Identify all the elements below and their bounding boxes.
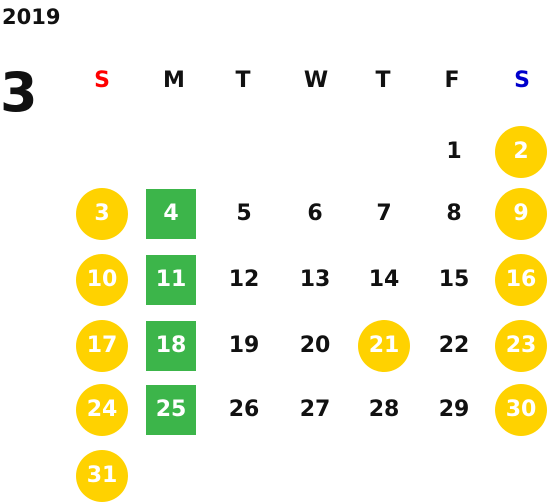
day-7: 7 (376, 201, 392, 226)
weekday-sun: S (94, 68, 110, 93)
day-13: 13 (299, 267, 331, 292)
day-30: 30 (495, 384, 547, 436)
day-24: 24 (76, 384, 128, 436)
day-22: 22 (438, 333, 470, 358)
day-29: 29 (438, 397, 470, 422)
day-23: 23 (495, 320, 547, 372)
day-8: 8 (446, 201, 462, 226)
weekday-fri: F (444, 68, 460, 93)
day-27: 27 (299, 397, 331, 422)
weekday-tue: T (235, 68, 251, 93)
day-1: 1 (446, 139, 462, 164)
day-25: 25 (146, 385, 196, 435)
day-2: 2 (495, 126, 547, 178)
day-21: 21 (358, 320, 410, 372)
day-16: 16 (495, 254, 547, 306)
weekday-wed: W (303, 68, 329, 93)
day-5: 5 (236, 201, 252, 226)
weekday-thu: T (375, 68, 391, 93)
month-number: 3 (0, 61, 38, 124)
day-17: 17 (76, 320, 128, 372)
day-11: 11 (146, 255, 196, 305)
day-9: 9 (495, 188, 547, 240)
day-15: 15 (438, 267, 470, 292)
day-18: 18 (146, 321, 196, 371)
weekday-mon: M (163, 68, 185, 93)
day-10: 10 (76, 254, 128, 306)
day-6: 6 (307, 201, 323, 226)
day-26: 26 (228, 397, 260, 422)
day-31: 31 (76, 450, 128, 502)
day-3: 3 (76, 188, 128, 240)
year-label: 2019 (2, 5, 61, 29)
day-28: 28 (368, 397, 400, 422)
weekday-sat: S (514, 68, 530, 93)
day-19: 19 (228, 333, 260, 358)
day-20: 20 (299, 333, 331, 358)
day-14: 14 (368, 267, 400, 292)
day-4: 4 (146, 189, 196, 239)
day-12: 12 (228, 267, 260, 292)
